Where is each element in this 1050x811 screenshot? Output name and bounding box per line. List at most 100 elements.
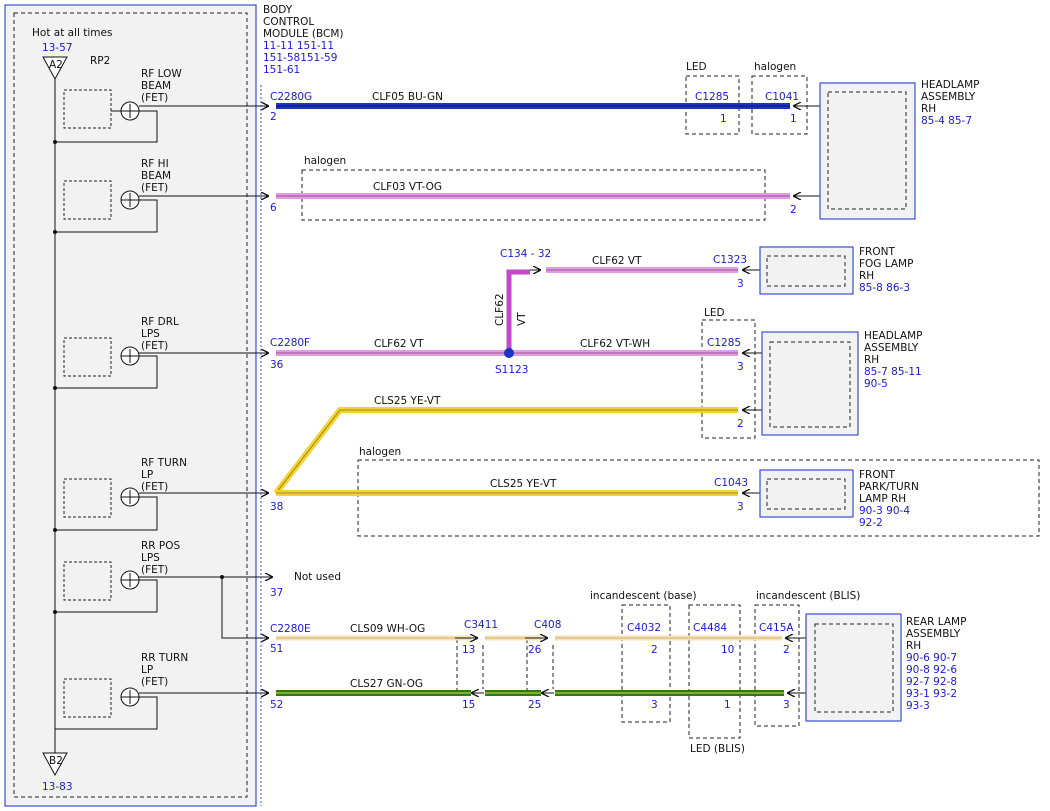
connector-c4032: C4032 (627, 622, 661, 634)
connector-c408: C408 (534, 619, 561, 631)
pin-led-1: 1 (720, 113, 727, 125)
power-node-label: A2 (49, 59, 63, 71)
fet-label-line1: RF DRL (141, 316, 179, 328)
circuit-clf62-drl: CLF62 VT (374, 338, 424, 350)
pin-c408-26: 26 (528, 644, 542, 656)
splice-s1123 (504, 348, 514, 358)
front-fog-lamp-rh (759, 246, 854, 295)
connector-c2280f: C2280F (270, 337, 310, 349)
headlamp-label-line2: ASSEMBLY (921, 91, 976, 103)
pin-37: 37 (270, 587, 283, 599)
bcm-ref-line3: 151-61 (263, 64, 300, 76)
pin-c415a-3: 3 (783, 699, 790, 711)
fet-label-line3: (FET) (141, 564, 168, 576)
power-ref: 13-57 (42, 42, 73, 54)
rear-ref2: 90-8 92-6 (906, 664, 957, 676)
fet-label-line3: (FET) (141, 340, 168, 352)
fet-rf-drl-lps: RF DRL LPS (FET) (55, 316, 179, 389)
fet-rf-hi-beam: RF HI BEAM (FET) (55, 158, 171, 233)
pin-fog-3: 3 (737, 278, 744, 290)
rear-ref3: 92-7 92-8 (906, 676, 957, 688)
pin-38: 38 (270, 501, 283, 513)
connector-c3411: C3411 (464, 619, 498, 631)
park-label-line1: FRONT (859, 469, 895, 481)
bcm-title-line1: BODY (263, 4, 293, 16)
pin-c4484-1: 1 (724, 699, 731, 711)
incandescent-blis-label: incandescent (BLIS) (756, 590, 860, 602)
fet-label-line2: LP (141, 664, 153, 676)
pin-turn-2: 2 (737, 418, 744, 430)
fet-label-line3: (FET) (141, 481, 168, 493)
fet-label-line1: RR TURN (141, 652, 188, 664)
pin-52: 52 (270, 699, 283, 711)
connector-c2280g: C2280G (270, 91, 312, 103)
fog-label-line1: FRONT (859, 246, 895, 258)
rear-ref5: 93-3 (906, 700, 930, 712)
fet-label-line1: RF TURN (141, 457, 187, 469)
led-option-label: LED (686, 61, 707, 73)
circuit-cls09: CLS09 WH-OG (350, 623, 425, 635)
pin-c4484-10: 10 (721, 644, 734, 656)
fet-rf-low-beam: RF LOW BEAM (FET) (55, 68, 182, 143)
ground-triangle-icon (42, 752, 68, 777)
pin-51: 51 (270, 643, 283, 655)
headlamp2-ref1: 85-7 85-11 (864, 366, 922, 378)
connector-c1043: C1043 (714, 477, 748, 489)
fog-label-line3: RH (859, 270, 874, 282)
ground-node-label: B2 (49, 755, 63, 767)
circuit-vertical-vt: VT (516, 312, 528, 326)
pin-c415a-2: 2 (783, 644, 790, 656)
circuit-cls25-upper: CLS25 YE-VT (374, 395, 441, 407)
pin-drl-3: 3 (737, 361, 744, 373)
wire-clf62-vertical (506, 269, 530, 353)
rear-label-line2: ASSEMBLY (906, 628, 961, 640)
incandescent-blis-box (754, 604, 800, 727)
rear-ref4: 93-1 93-2 (906, 688, 957, 700)
splice-s1123-label: S1123 (495, 364, 528, 376)
fet-label-line2: LP (141, 469, 153, 481)
circuit-vertical-clf62: CLF62 (494, 293, 506, 326)
fet-rr-pos-lps: RR POS LPS (FET) (55, 540, 181, 613)
bcm-ref-line2: 151-58151-59 (263, 52, 337, 64)
headlamp2-label-line3: RH (864, 354, 879, 366)
pin-6: 6 (270, 202, 277, 214)
fet-label-line3: (FET) (141, 92, 168, 104)
bcm-title-line3: MODULE (BCM) (263, 28, 344, 40)
bcm-ref-line1: 11-11 151-11 (263, 40, 334, 52)
power-triangle-icon (42, 56, 68, 81)
halogen-park-box (357, 459, 1040, 537)
incandescent-base-label: incandescent (base) (590, 590, 697, 602)
headlamp2-label-line2: ASSEMBLY (864, 342, 919, 354)
fet-label-line1: RF HI (141, 158, 169, 170)
fet-label-line2: BEAM (141, 170, 171, 182)
park-ref2: 92-2 (859, 517, 883, 529)
headlamp-label-line3: RH (921, 103, 936, 115)
halogen-hi-label: halogen (304, 155, 346, 167)
led-blis-label: LED (BLIS) (690, 743, 745, 755)
pin-park-3: 3 (737, 501, 744, 513)
headlamp-assembly-rh (819, 82, 916, 220)
rear-ref1: 90-6 90-7 (906, 652, 957, 664)
hot-at-all-times-label: Hot at all times (32, 27, 112, 39)
circuit-cls25: CLS25 YE-VT (490, 478, 557, 490)
rear-label-line1: REAR LAMP (906, 616, 966, 628)
headlamp-label-line1: HEADLAMP (921, 79, 979, 91)
front-park-turn-lamp-rh (759, 469, 854, 518)
rear-label-line3: RH (906, 640, 921, 652)
connector-c2280e: C2280E (270, 623, 311, 635)
rp-label: RP2 (90, 55, 110, 67)
fog-ref: 85-8 86-3 (859, 282, 910, 294)
led-drl-box (701, 319, 756, 439)
connector-c1285-led: C1285 (695, 91, 729, 103)
pin-c408-25: 25 (528, 699, 541, 711)
fet-label-line2: LPS (141, 328, 160, 340)
fet-rr-turn-lp: RR TURN LP (FET) (55, 652, 188, 730)
connector-c415a: C415A (759, 622, 794, 634)
park-label-line3: LAMP RH (859, 493, 906, 505)
connector-c134: C134 - 32 (500, 248, 551, 260)
led-blis-box (688, 604, 741, 739)
pin-hi-2: 2 (790, 204, 797, 216)
headlamp2-label-line1: HEADLAMP (864, 330, 922, 342)
fet-rf-turn-lp: RF TURN LP (FET) (55, 457, 187, 531)
